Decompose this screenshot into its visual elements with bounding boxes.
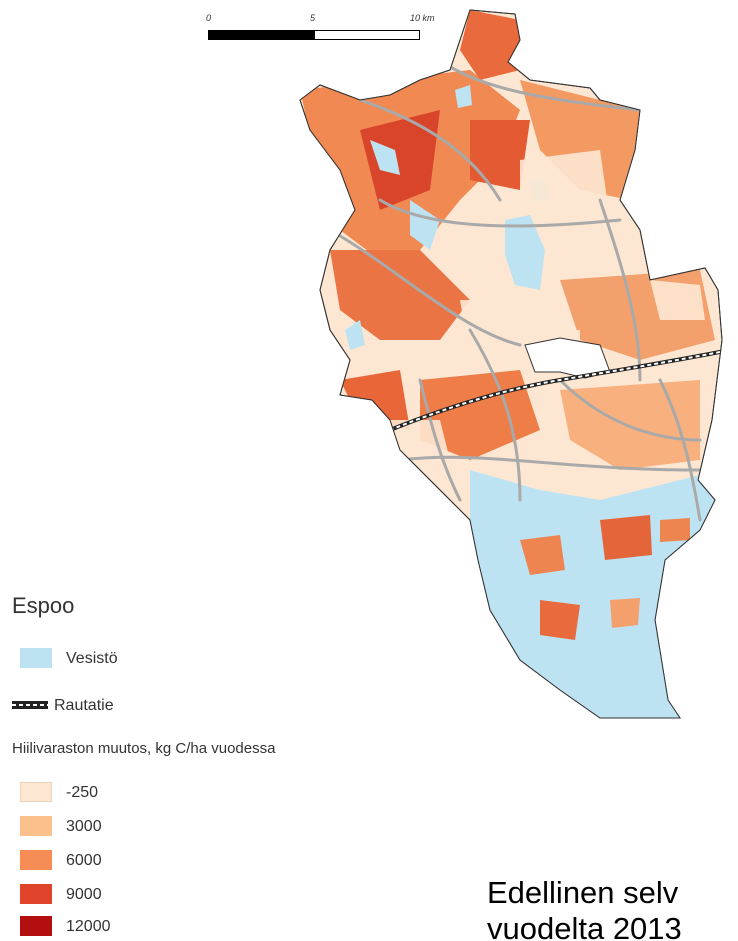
legend-title: Espoo [12,593,75,618]
water-swatch [20,648,52,668]
caption-line-2: vuodelta 2013 [487,911,682,941]
islands [520,515,690,640]
carbon-heading: Hiilivaraston muutos, kg C/ha vuodessa [12,740,276,757]
railway-symbol [12,701,48,709]
class-label: 6000 [66,852,102,869]
class-swatch [20,916,52,936]
class-label: 3000 [66,818,102,835]
water-label: Vesistö [66,650,118,667]
scale-tick-0: 0 [206,13,212,23]
caption-line-1: Edellinen selv [487,875,679,910]
scale-bar: 0 5 10 km [0,0,738,60]
railway-label: Rautatie [54,697,114,714]
caption-text: Edellinen selv vuodelta 2013 [487,875,738,941]
scale-bar-white [314,30,420,40]
class-swatch [20,850,52,870]
class-label: 9000 [66,886,102,903]
railway-line [389,348,722,432]
class-swatch [20,782,52,802]
scale-tick-10: 10 km [410,13,435,23]
class-label: -250 [66,784,99,801]
class-swatch [20,816,52,836]
class-label: 12000 [66,918,111,935]
lakes [345,85,548,350]
scale-tick-5: 5 [310,13,316,23]
scale-bar-black [208,30,316,40]
class-swatch [20,884,52,904]
roads [328,58,702,522]
